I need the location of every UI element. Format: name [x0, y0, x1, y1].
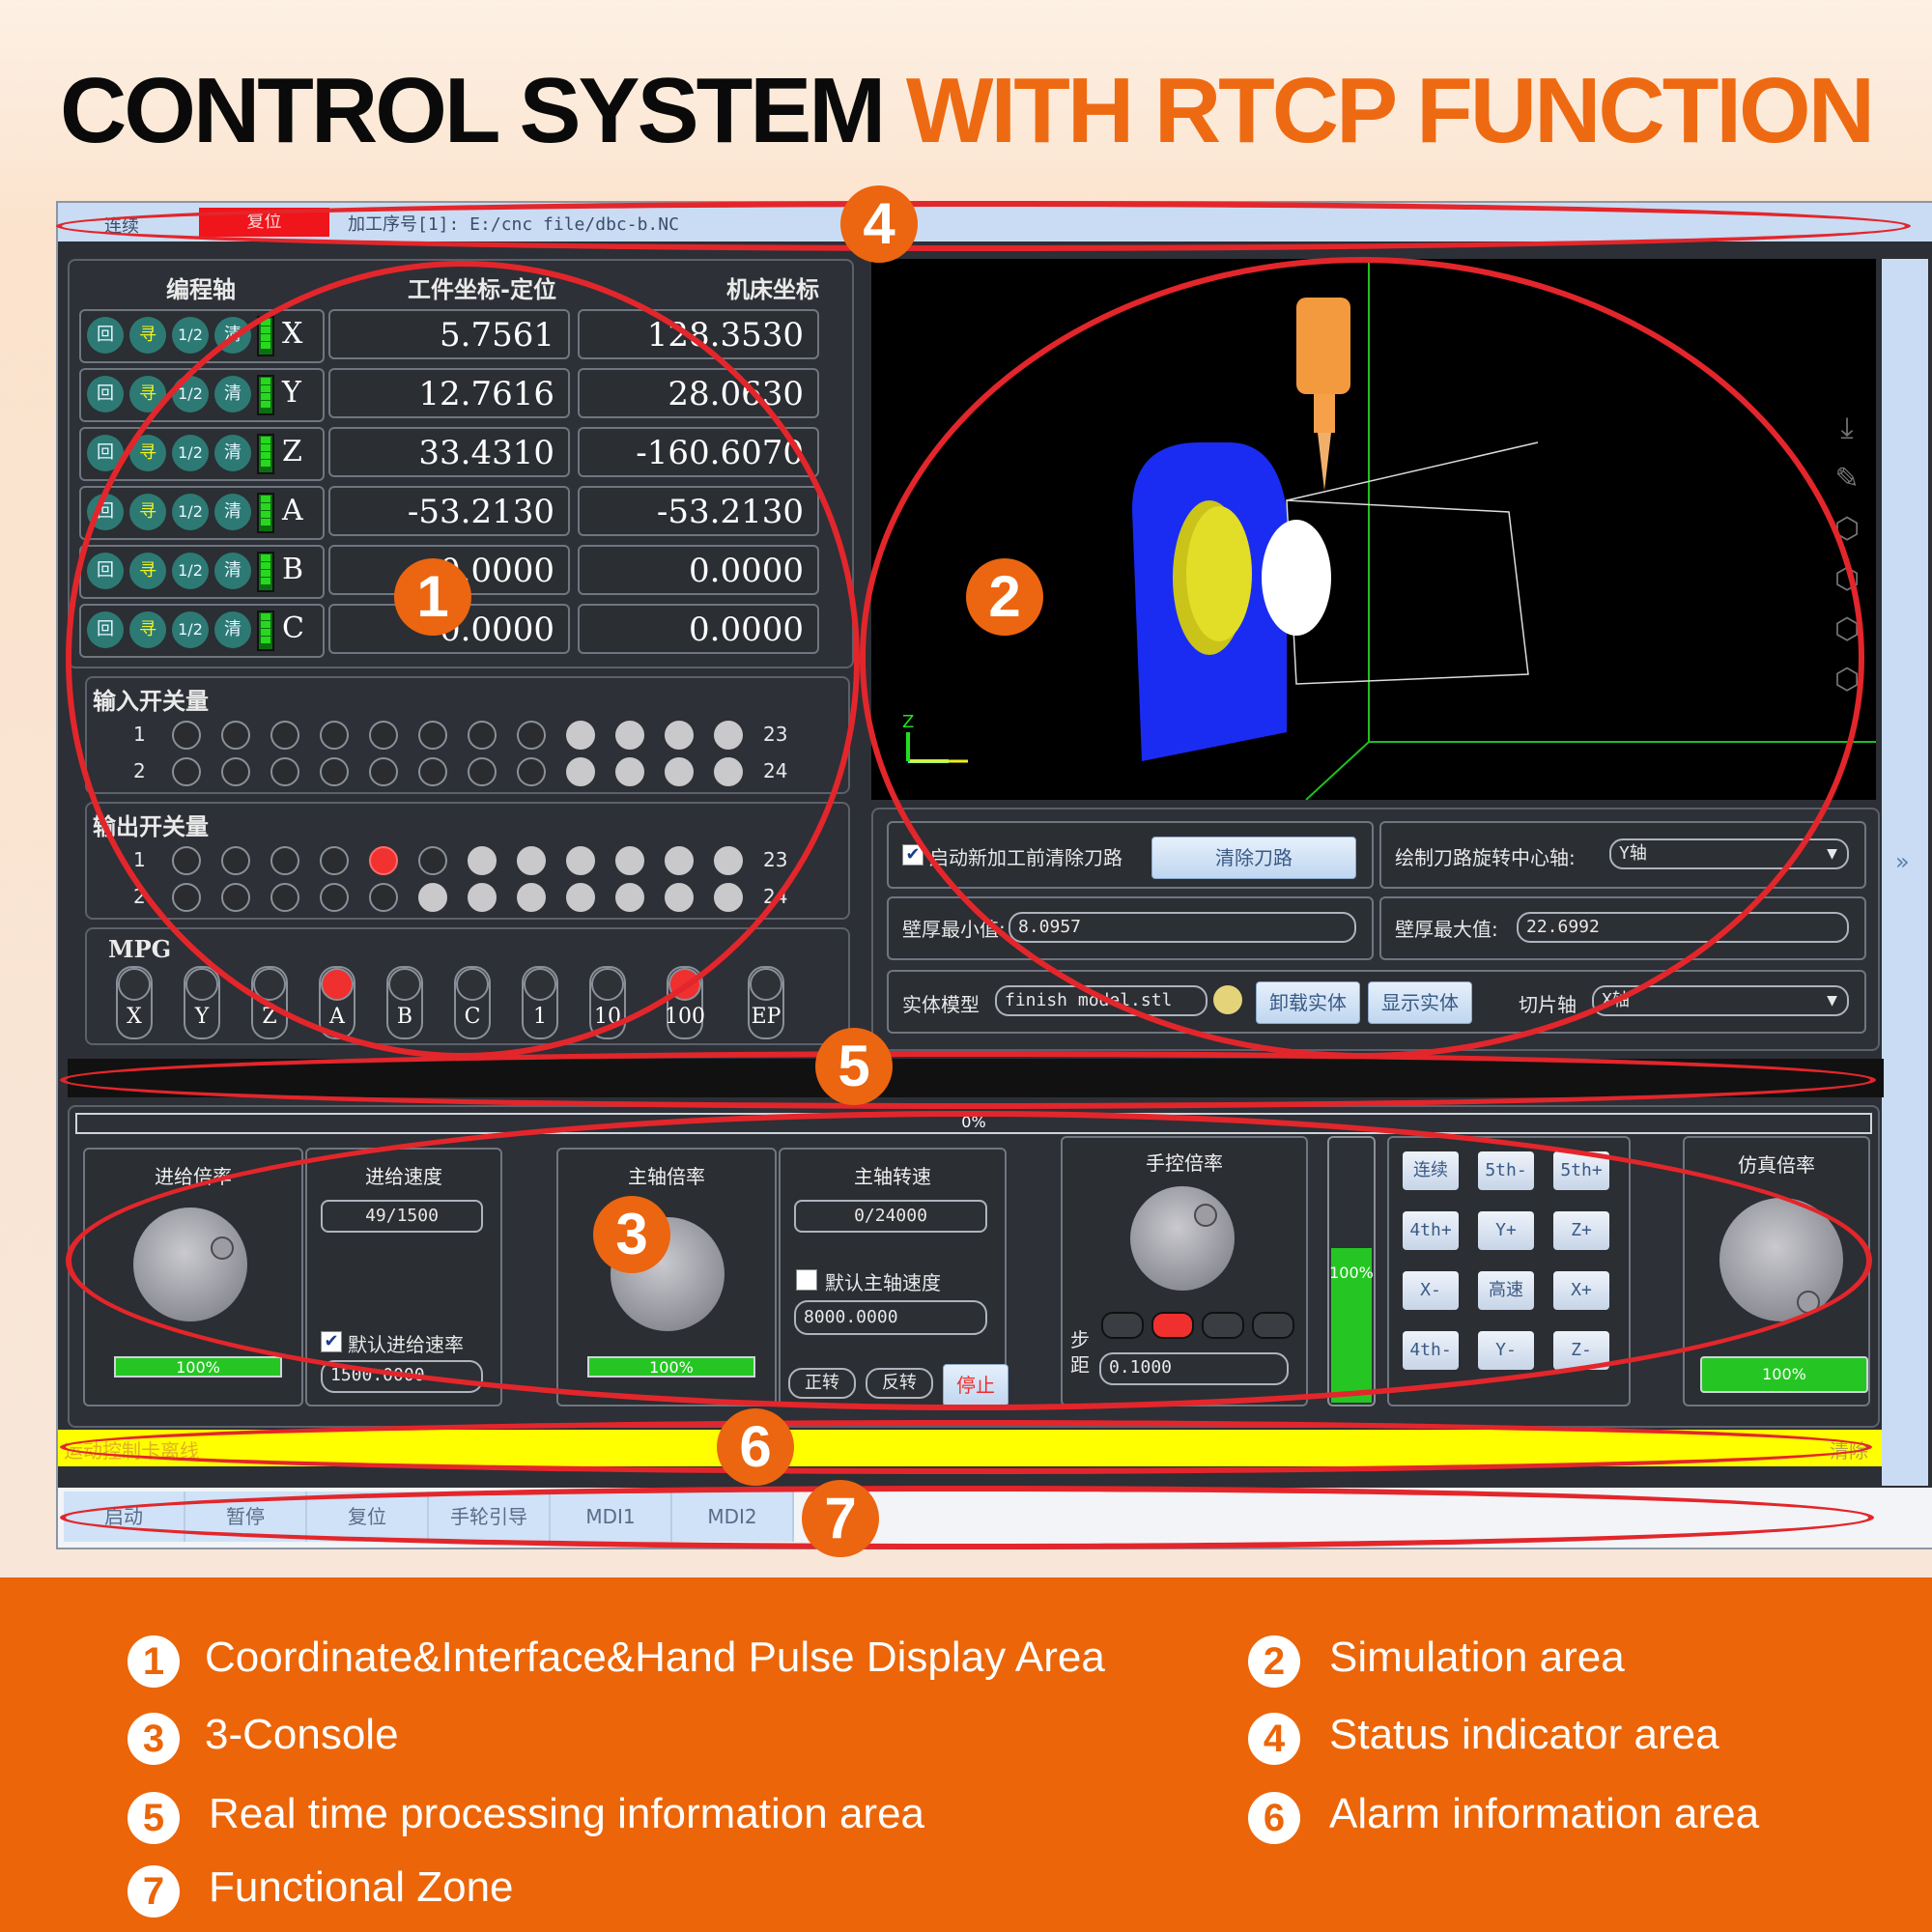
chevron-down-icon: ▼ [1827, 843, 1837, 864]
annotation-ellipse-4 [56, 201, 1911, 251]
sim-override-bar: 100% [1700, 1356, 1868, 1393]
mpg-label: 100 [665, 1005, 705, 1029]
annotation-badge-4: 4 [840, 185, 918, 263]
edit-icon[interactable]: ✎ [1834, 462, 1860, 496]
annotation-ellipse-6 [60, 1420, 1872, 1474]
legend-5-text: Real time processing information area [209, 1790, 925, 1837]
legend-3-text: 3-Console [205, 1711, 399, 1758]
solid-model-label: 实体模型 [902, 993, 980, 1016]
legend-6-text: Alarm information area [1329, 1790, 1760, 1837]
legend-1-number: 1 [128, 1635, 180, 1688]
legend-4-number: 4 [1248, 1713, 1300, 1765]
sim-override-title: 仿真倍率 [1738, 1153, 1815, 1177]
legend-5-number: 5 [128, 1792, 180, 1844]
annotation-badge-1: 1 [394, 558, 471, 636]
home-button[interactable]: 回 [87, 376, 124, 412]
legend-2-number: 2 [1248, 1635, 1300, 1688]
legend-7-number: 7 [128, 1865, 180, 1918]
annotation-badge-7: 7 [802, 1480, 879, 1557]
expand-icon[interactable]: » [1895, 848, 1910, 875]
mpg-selector-x[interactable]: X [116, 966, 153, 1039]
legend-2-text: Simulation area [1329, 1634, 1625, 1681]
axis-header: 编程轴 [166, 276, 236, 303]
seek-button[interactable]: 寻 [129, 317, 166, 354]
annotation-ellipse-3 [66, 1111, 1872, 1410]
annotation-ellipse-5 [60, 1051, 1876, 1109]
chevron-down-icon: ▼ [1827, 990, 1837, 1010]
mpg-label: EP [751, 1005, 781, 1029]
legend-4-text: Status indicator area [1329, 1711, 1719, 1758]
legend-panel: 1 Coordinate&Interface&Hand Pulse Displa… [0, 1577, 1932, 1932]
half-button[interactable]: 1/2 [172, 317, 209, 354]
mpg-selector-ep[interactable]: EP [748, 966, 784, 1039]
right-sidebar: » [1882, 259, 1928, 1486]
legend-7-text: Functional Zone [209, 1863, 514, 1911]
mpg-title: MPG [108, 935, 172, 963]
legend-1-text: Coordinate&Interface&Hand Pulse Display … [205, 1634, 1105, 1681]
machine-coord-header: 机床坐标 [726, 276, 819, 303]
annotation-badge-2: 2 [966, 558, 1043, 636]
mpg-led [118, 968, 151, 1001]
annotation-badge-6: 6 [717, 1408, 794, 1486]
annotation-ellipse-7 [60, 1486, 1874, 1549]
annotation-badge-5: 5 [815, 1028, 893, 1105]
annotation-ellipse-1 [66, 261, 860, 1059]
legend-3-number: 3 [128, 1713, 180, 1765]
mpg-led [185, 968, 218, 1001]
page-title: CONTROL SYSTEM WITH RTCP FUNCTION [59, 59, 1875, 162]
mpg-selector-y[interactable]: Y [184, 966, 220, 1039]
legend-6-number: 6 [1248, 1792, 1300, 1844]
mpg-label: X [127, 1005, 142, 1029]
home-button[interactable]: 回 [87, 317, 124, 354]
annotation-badge-3: 3 [593, 1196, 670, 1273]
annotation-ellipse-2 [860, 257, 1864, 1059]
download-icon[interactable]: ⤓ [1840, 412, 1854, 445]
mpg-label: Y [194, 1005, 210, 1029]
feed-override-value: 100% [176, 1358, 220, 1377]
feed-override-bar: 100% [114, 1356, 282, 1378]
auto-clear-checkbox[interactable]: ✔ [902, 844, 923, 866]
mpg-led [750, 968, 782, 1001]
